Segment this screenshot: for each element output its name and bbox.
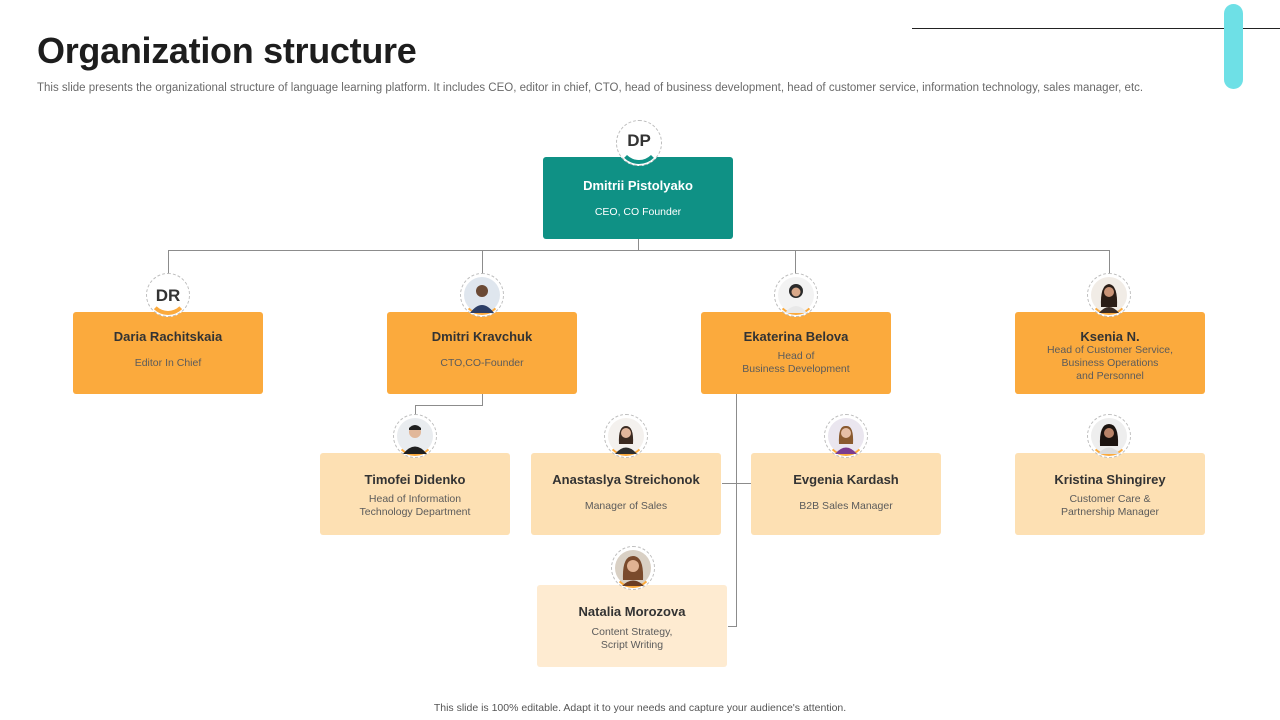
customer-role-line2: Business Operations — [1061, 357, 1159, 369]
care-role-line2: Partnership Manager — [1060, 506, 1160, 518]
editor-role: Editor In Chief — [134, 357, 202, 369]
bizdev-role-line1: Head of — [777, 350, 815, 362]
person-photo-icon — [464, 277, 500, 313]
cto-name: Dmitri Kravchuk — [431, 329, 533, 344]
avatar-ring — [613, 548, 653, 588]
connector-cto-it-bus — [415, 405, 483, 406]
sales-role: Manager of Sales — [584, 500, 668, 512]
accent-bar — [1224, 4, 1243, 89]
person-photo-icon — [1091, 418, 1127, 454]
org-card-bizdev: Ekaterina Belova Head of Business Develo… — [701, 312, 891, 394]
avatar-ring — [618, 122, 660, 164]
avatar-ring — [606, 416, 646, 456]
org-card-cto: Dmitri Kravchuk CTO,CO-Founder — [387, 312, 577, 394]
person-photo-icon — [778, 277, 814, 313]
care-avatar — [1087, 414, 1131, 458]
org-card-customer: Ksenia N. Head of Customer Service, Busi… — [1015, 312, 1205, 394]
content-name: Natalia Morozova — [578, 604, 686, 619]
b2b-avatar — [824, 414, 868, 458]
it-role-line2: Technology Department — [359, 506, 471, 518]
customer-role-line3: and Personnel — [1076, 370, 1144, 382]
connector-cto — [482, 250, 483, 274]
connector-level1-bus — [168, 250, 1110, 251]
connector-customer — [1109, 250, 1110, 274]
person-photo-icon — [1091, 277, 1127, 313]
content-role-line2: Script Writing — [600, 639, 664, 651]
person-photo-icon — [828, 418, 864, 454]
footer-note: This slide is 100% editable. Adapt it to… — [433, 702, 847, 714]
connector-sales — [722, 483, 751, 484]
avatar-ring — [395, 416, 435, 456]
person-photo-icon — [608, 418, 644, 454]
cto-role: CTO,CO-Founder — [440, 357, 524, 369]
connector-bizdev — [795, 250, 796, 274]
bizdev-avatar — [774, 273, 818, 317]
page-title: Organization structure — [37, 30, 417, 71]
content-avatar — [611, 546, 655, 590]
cto-avatar — [460, 273, 504, 317]
b2b-role: B2B Sales Manager — [799, 500, 893, 512]
customer-role-line1: Head of Customer Service, — [1046, 344, 1174, 356]
org-card-editor: Daria Rachitskaia Editor In Chief — [73, 312, 263, 394]
it-name: Timofei Didenko — [364, 472, 466, 487]
ceo-avatar: DP — [616, 120, 662, 166]
avatar-ring — [1089, 416, 1129, 456]
connector-it — [415, 405, 416, 415]
avatar-ring — [462, 275, 502, 315]
org-card-ceo: Dmitrii Pistolyako CEO, CO Founder — [543, 157, 733, 239]
content-role-line1: Content Strategy, — [591, 626, 673, 638]
customer-name: Ksenia N. — [1080, 329, 1140, 344]
connector-editor — [168, 250, 169, 274]
bizdev-role-line2: Business Development — [742, 363, 850, 375]
connector-bizdev-trunk — [736, 393, 737, 627]
page-subtitle: This slide presents the organizational s… — [37, 82, 1144, 94]
editor-name: Daria Rachitskaia — [113, 329, 223, 344]
org-card-it: Timofei Didenko Head of Information Tech… — [320, 453, 510, 535]
avatar-ring — [776, 275, 816, 315]
connector-content — [728, 626, 737, 627]
avatar-ring — [1089, 275, 1129, 315]
sales-name: Anastaslya Streichonok — [552, 472, 700, 487]
care-role-line1: Customer Care & — [1069, 493, 1151, 505]
editor-avatar: DR — [146, 273, 190, 317]
ceo-name: Dmitrii Pistolyako — [583, 178, 693, 193]
it-role-line1: Head of Information — [368, 493, 462, 505]
avatar-ring — [826, 416, 866, 456]
ceo-initials: DP — [627, 131, 651, 150]
b2b-name: Evgenia Kardash — [793, 472, 899, 487]
org-card-content: Natalia Morozova Content Strategy, Scrip… — [537, 585, 727, 667]
org-card-care: Kristina Shingirey Customer Care & Partn… — [1015, 453, 1205, 535]
connector-ceo-down — [638, 239, 639, 251]
org-card-sales: Anastaslya Streichonok Manager of Sales — [531, 453, 721, 535]
connector-cto-down — [482, 393, 483, 405]
avatar-ring — [148, 275, 188, 315]
org-card-b2b: Evgenia Kardash B2B Sales Manager — [751, 453, 941, 535]
person-photo-icon — [397, 418, 433, 454]
person-photo-icon — [615, 550, 651, 586]
editor-initials: DR — [155, 286, 181, 305]
care-name: Kristina Shingirey — [1054, 472, 1166, 487]
it-avatar — [393, 414, 437, 458]
sales-avatar — [604, 414, 648, 458]
ceo-role: CEO, CO Founder — [594, 206, 682, 218]
bizdev-name: Ekaterina Belova — [743, 329, 849, 344]
customer-avatar — [1087, 273, 1131, 317]
header-rule — [912, 28, 1280, 29]
